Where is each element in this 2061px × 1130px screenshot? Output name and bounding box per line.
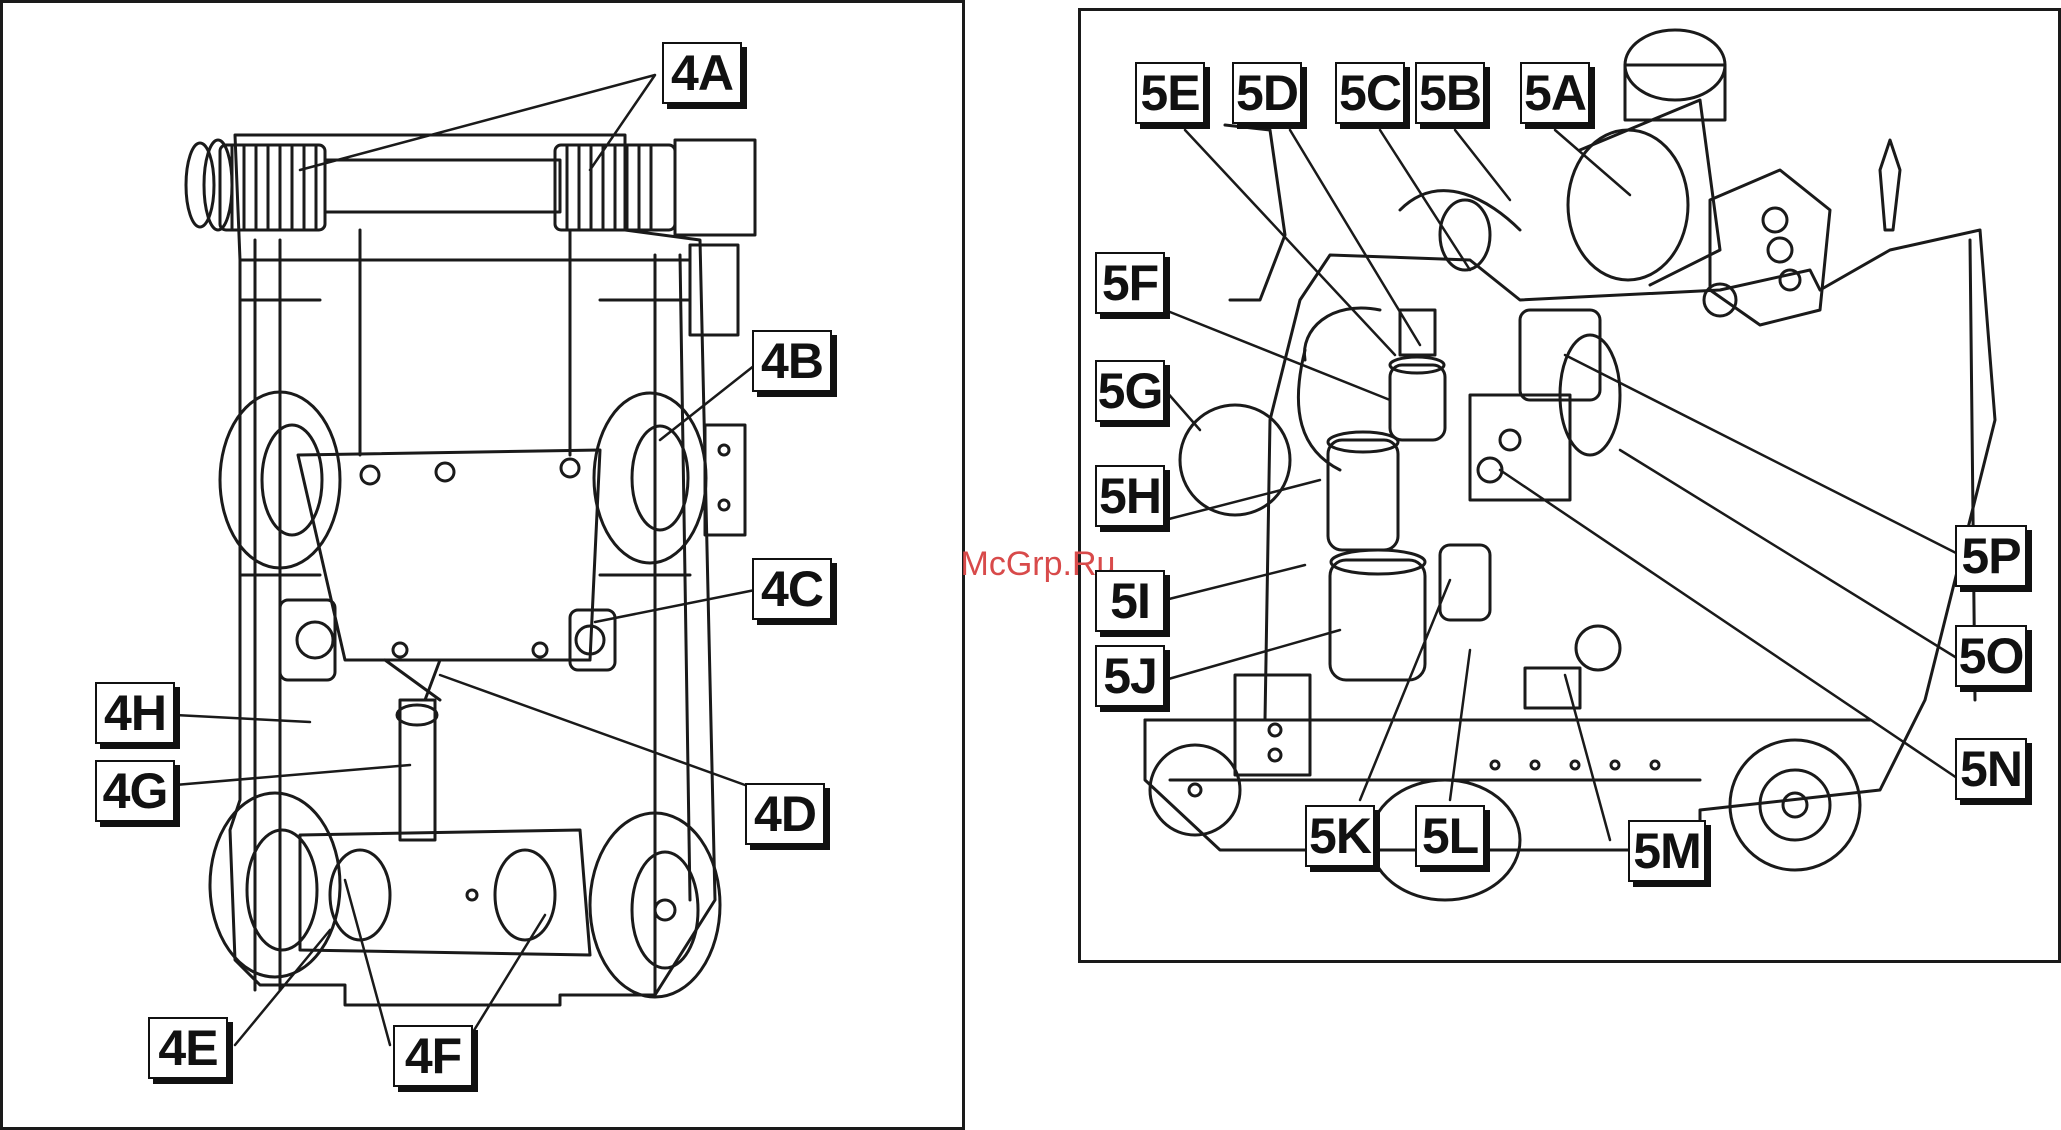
callout-5j: 5J xyxy=(1095,645,1165,707)
callout-5k: 5K xyxy=(1305,805,1375,867)
filters-and-pumps xyxy=(1298,308,1620,680)
callout-5n: 5N xyxy=(1955,738,2027,800)
callout-5e: 5E xyxy=(1135,62,1205,124)
callout-4c: 4C xyxy=(752,558,832,620)
callout-4h: 4H xyxy=(95,682,175,744)
callout-5h: 5H xyxy=(1095,465,1165,527)
engine-body xyxy=(1145,230,1995,850)
callout-5a: 5A xyxy=(1520,62,1590,124)
callout-4a: 4A xyxy=(662,42,742,104)
rear-axle-wheels xyxy=(210,793,720,997)
callout-5c: 5C xyxy=(1335,62,1405,124)
callout-5o: 5O xyxy=(1955,625,2027,687)
callout-5f: 5F xyxy=(1095,252,1165,314)
callout-5g: 5G xyxy=(1095,360,1165,422)
chassis-frame xyxy=(230,135,715,1005)
callout-5b: 5B xyxy=(1415,62,1485,124)
callout-4d: 4D xyxy=(745,783,825,845)
callout-4e: 4E xyxy=(148,1017,228,1079)
callout-4g: 4G xyxy=(95,760,175,822)
drive-pulleys xyxy=(186,140,755,335)
callout-5p: 5P xyxy=(1955,525,2027,587)
control-box xyxy=(1704,140,1900,325)
callout-5m: 5M xyxy=(1628,820,1706,882)
callout-4f: 4F xyxy=(393,1025,473,1087)
callout-5l: 5L xyxy=(1415,805,1485,867)
upper-wheels xyxy=(220,392,745,660)
power-unit-wheels xyxy=(1150,405,1860,900)
callout-5d: 5D xyxy=(1232,62,1302,124)
callout-4b: 4B xyxy=(752,330,832,392)
callout-5i: 5I xyxy=(1095,570,1165,632)
